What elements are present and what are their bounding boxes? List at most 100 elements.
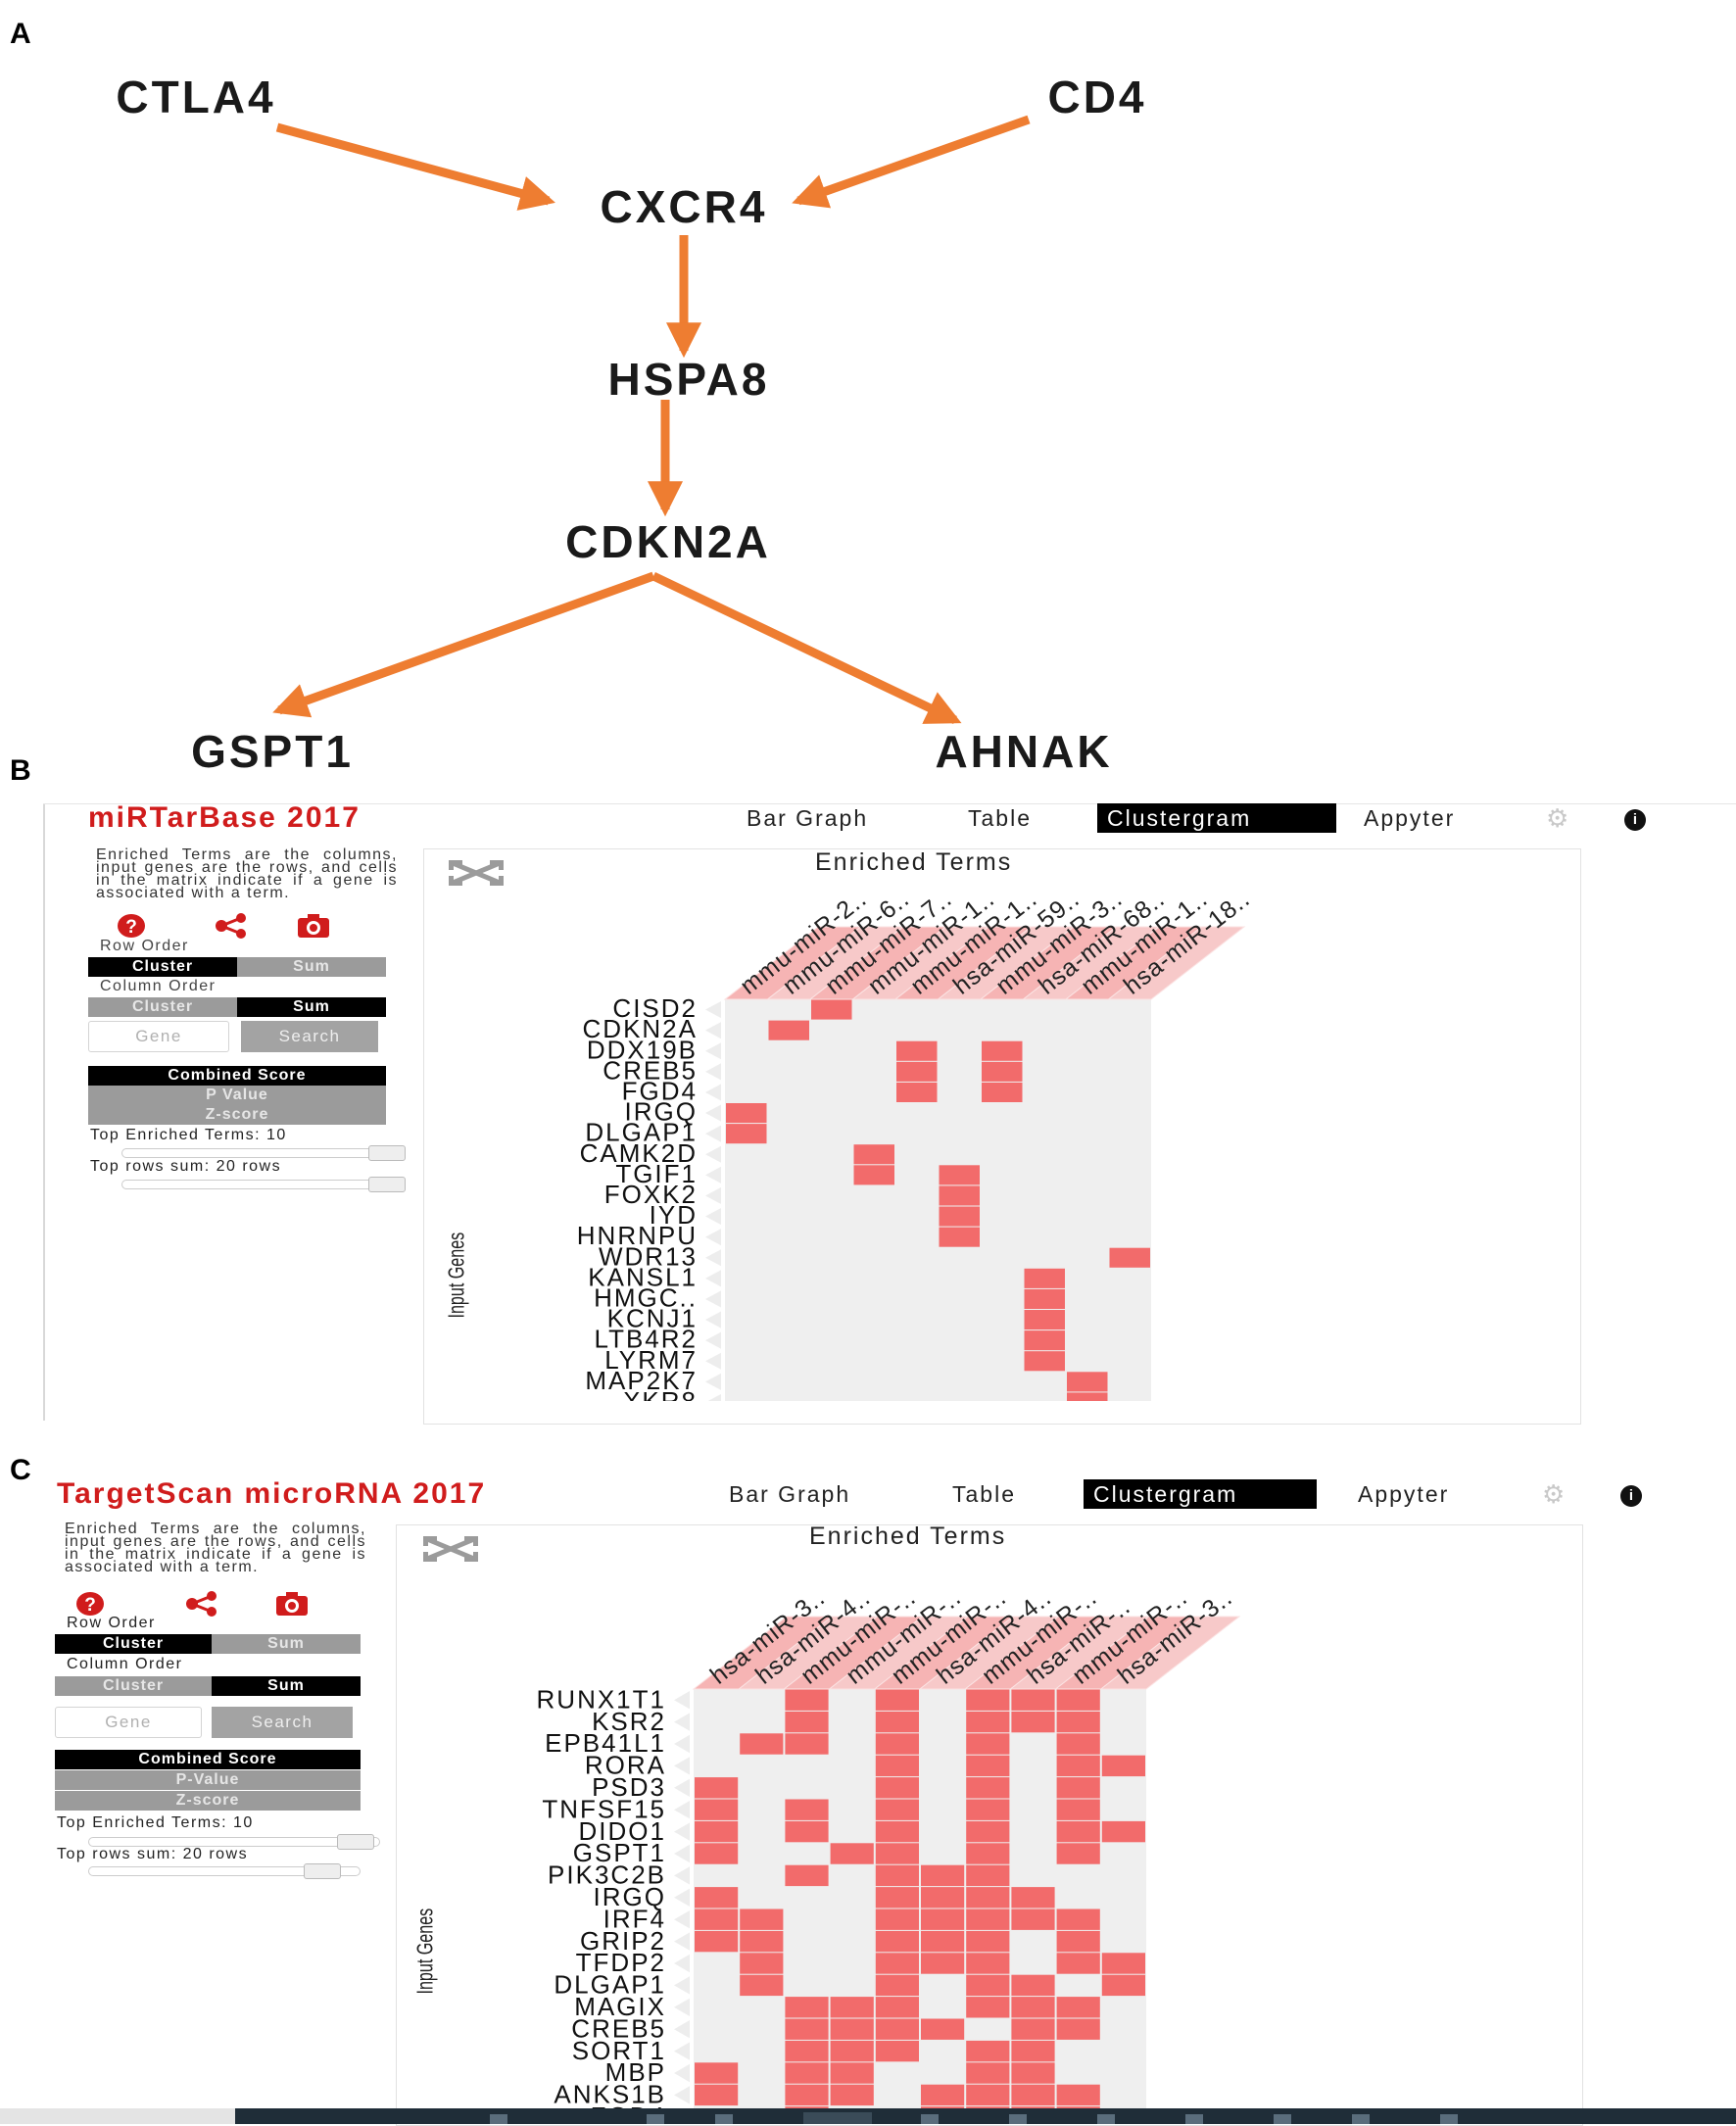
- row-label[interactable]: WDR13: [599, 1241, 698, 1271]
- heatmap-cell[interactable]: [1056, 1953, 1100, 1974]
- z-score-button[interactable]: Z-score: [55, 1791, 361, 1811]
- row-label[interactable]: MBP: [605, 2057, 666, 2087]
- heatmap-cell[interactable]: [1056, 2018, 1100, 2040]
- heatmap-cell[interactable]: [939, 1227, 981, 1247]
- heatmap-cell[interactable]: [1011, 2062, 1055, 2084]
- heatmap-cell[interactable]: [1101, 1953, 1145, 1974]
- heatmap-cell[interactable]: [695, 2084, 739, 2106]
- row-label[interactable]: IRF4: [603, 1904, 666, 1933]
- heatmap-cell[interactable]: [966, 1843, 1010, 1864]
- heatmap-cell[interactable]: [875, 1864, 919, 1887]
- row-label[interactable]: CREB5: [571, 2013, 666, 2043]
- heatmap-cell[interactable]: [896, 1082, 938, 1102]
- row-label[interactable]: EPB41L1: [545, 1728, 666, 1758]
- heatmap-cell[interactable]: [740, 1733, 784, 1755]
- row-label[interactable]: DLGAP1: [554, 1970, 666, 2000]
- heatmap-cell[interactable]: [785, 1733, 829, 1755]
- heatmap-cell[interactable]: [811, 999, 852, 1020]
- heatmap-cell[interactable]: [768, 1020, 810, 1040]
- heatmap-cell[interactable]: [966, 2084, 1010, 2106]
- heatmap-cell[interactable]: [1011, 1887, 1055, 1909]
- heatmap-cell[interactable]: [1024, 1330, 1066, 1351]
- heatmap-cell[interactable]: [966, 1953, 1010, 1974]
- heatmap-cell[interactable]: [695, 1777, 739, 1799]
- heatmap-cell[interactable]: [966, 1864, 1010, 1887]
- heatmap-cell[interactable]: [966, 1887, 1010, 1909]
- heatmap-cell[interactable]: [966, 1689, 1010, 1711]
- gear-icon[interactable]: ⚙: [1542, 1479, 1566, 1509]
- heatmap-cell[interactable]: [875, 1689, 919, 1711]
- heatmap-cell[interactable]: [1011, 1689, 1055, 1711]
- heatmap-cell[interactable]: [875, 1820, 919, 1843]
- row-label[interactable]: RUNX1T1: [537, 1684, 666, 1714]
- z-score-button[interactable]: Z-score: [88, 1105, 386, 1125]
- heatmap-cell[interactable]: [1011, 2040, 1055, 2062]
- heatmap-cell[interactable]: [966, 1711, 1010, 1733]
- heatmap-cell[interactable]: [875, 1799, 919, 1820]
- heatmap-cell[interactable]: [1056, 1777, 1100, 1799]
- row-order-sum-button[interactable]: Sum: [237, 957, 386, 977]
- expand-icon[interactable]: [421, 1534, 480, 1564]
- heatmap-cell[interactable]: [1056, 1820, 1100, 1843]
- row-label[interactable]: PIK3C2B: [548, 1860, 666, 1890]
- heatmap-cell[interactable]: [1056, 1733, 1100, 1755]
- column-header-bg[interactable]: [1099, 1616, 1241, 1690]
- heatmap-cell[interactable]: [921, 1864, 965, 1887]
- heatmap-cell[interactable]: [875, 1953, 919, 1974]
- gene-search-input[interactable]: Gene: [55, 1707, 202, 1738]
- heatmap-cell[interactable]: [875, 1777, 919, 1799]
- info-icon[interactable]: i: [1620, 1485, 1642, 1507]
- heatmap-cell[interactable]: [875, 1974, 919, 1997]
- heatmap-cell[interactable]: [1056, 1843, 1100, 1864]
- search-button[interactable]: Search: [241, 1021, 378, 1052]
- heatmap-cell[interactable]: [1011, 1909, 1055, 1930]
- heatmap-cell[interactable]: [1056, 1909, 1100, 1930]
- row-label[interactable]: TNFSF15: [542, 1794, 666, 1823]
- heatmap-cell[interactable]: [875, 1755, 919, 1777]
- heatmap-cell[interactable]: [875, 1997, 919, 2018]
- heatmap-cell[interactable]: [939, 1185, 981, 1206]
- row-label[interactable]: IRGQ: [594, 1882, 666, 1911]
- expand-icon[interactable]: [447, 858, 506, 888]
- heatmap-cell[interactable]: [1011, 1974, 1055, 1997]
- heatmap-cell[interactable]: [875, 1733, 919, 1755]
- top-rows-slider-handle[interactable]: [368, 1177, 406, 1192]
- top-terms-slider[interactable]: [121, 1148, 406, 1158]
- row-label[interactable]: KANSL1: [588, 1262, 698, 1291]
- row-label[interactable]: DDX19B: [587, 1035, 698, 1064]
- heatmap-cell[interactable]: [830, 2040, 874, 2062]
- heatmap-cell[interactable]: [966, 1799, 1010, 1820]
- row-label[interactable]: DIDO1: [579, 1816, 666, 1846]
- row-label[interactable]: IYD: [650, 1200, 698, 1230]
- heatmap-cell[interactable]: [875, 2040, 919, 2062]
- top-rows-slider[interactable]: [88, 1866, 361, 1876]
- heatmap-cell[interactable]: [785, 1711, 829, 1733]
- row-label[interactable]: RORA: [585, 1751, 666, 1780]
- heatmap-cell[interactable]: [982, 1040, 1023, 1061]
- p-value-button[interactable]: P Value: [88, 1086, 386, 1105]
- p-value-button[interactable]: P-Value: [55, 1770, 361, 1790]
- heatmap-cell[interactable]: [1056, 2084, 1100, 2106]
- share-icon[interactable]: [184, 1591, 219, 1617]
- heatmap-cell[interactable]: [1056, 1689, 1100, 1711]
- column-order-sum-button[interactable]: Sum: [237, 997, 386, 1017]
- heatmap-cell[interactable]: [740, 1930, 784, 1953]
- heatmap-cell[interactable]: [921, 1909, 965, 1930]
- heatmap-cell[interactable]: [785, 2084, 829, 2106]
- heatmap-cell[interactable]: [966, 1820, 1010, 1843]
- row-label[interactable]: XKR8: [623, 1386, 698, 1401]
- heatmap-cell[interactable]: [875, 1909, 919, 1930]
- heatmap-cell[interactable]: [785, 2040, 829, 2062]
- row-label[interactable]: HMGC..: [594, 1283, 698, 1313]
- heatmap-cell[interactable]: [1101, 1974, 1145, 1997]
- heatmap-cell[interactable]: [695, 1887, 739, 1909]
- heatmap-cell[interactable]: [1067, 1392, 1108, 1401]
- row-label[interactable]: TFDP2: [576, 1948, 666, 1977]
- row-label[interactable]: GRIP2: [580, 1926, 666, 1956]
- column-order-cluster-button[interactable]: Cluster: [55, 1676, 212, 1696]
- row-label[interactable]: LTB4R2: [595, 1325, 698, 1354]
- heatmap-cell[interactable]: [1101, 1755, 1145, 1777]
- row-label[interactable]: LYRM7: [604, 1345, 698, 1375]
- row-label[interactable]: CAMK2D: [580, 1138, 698, 1168]
- heatmap-cell[interactable]: [785, 1997, 829, 2018]
